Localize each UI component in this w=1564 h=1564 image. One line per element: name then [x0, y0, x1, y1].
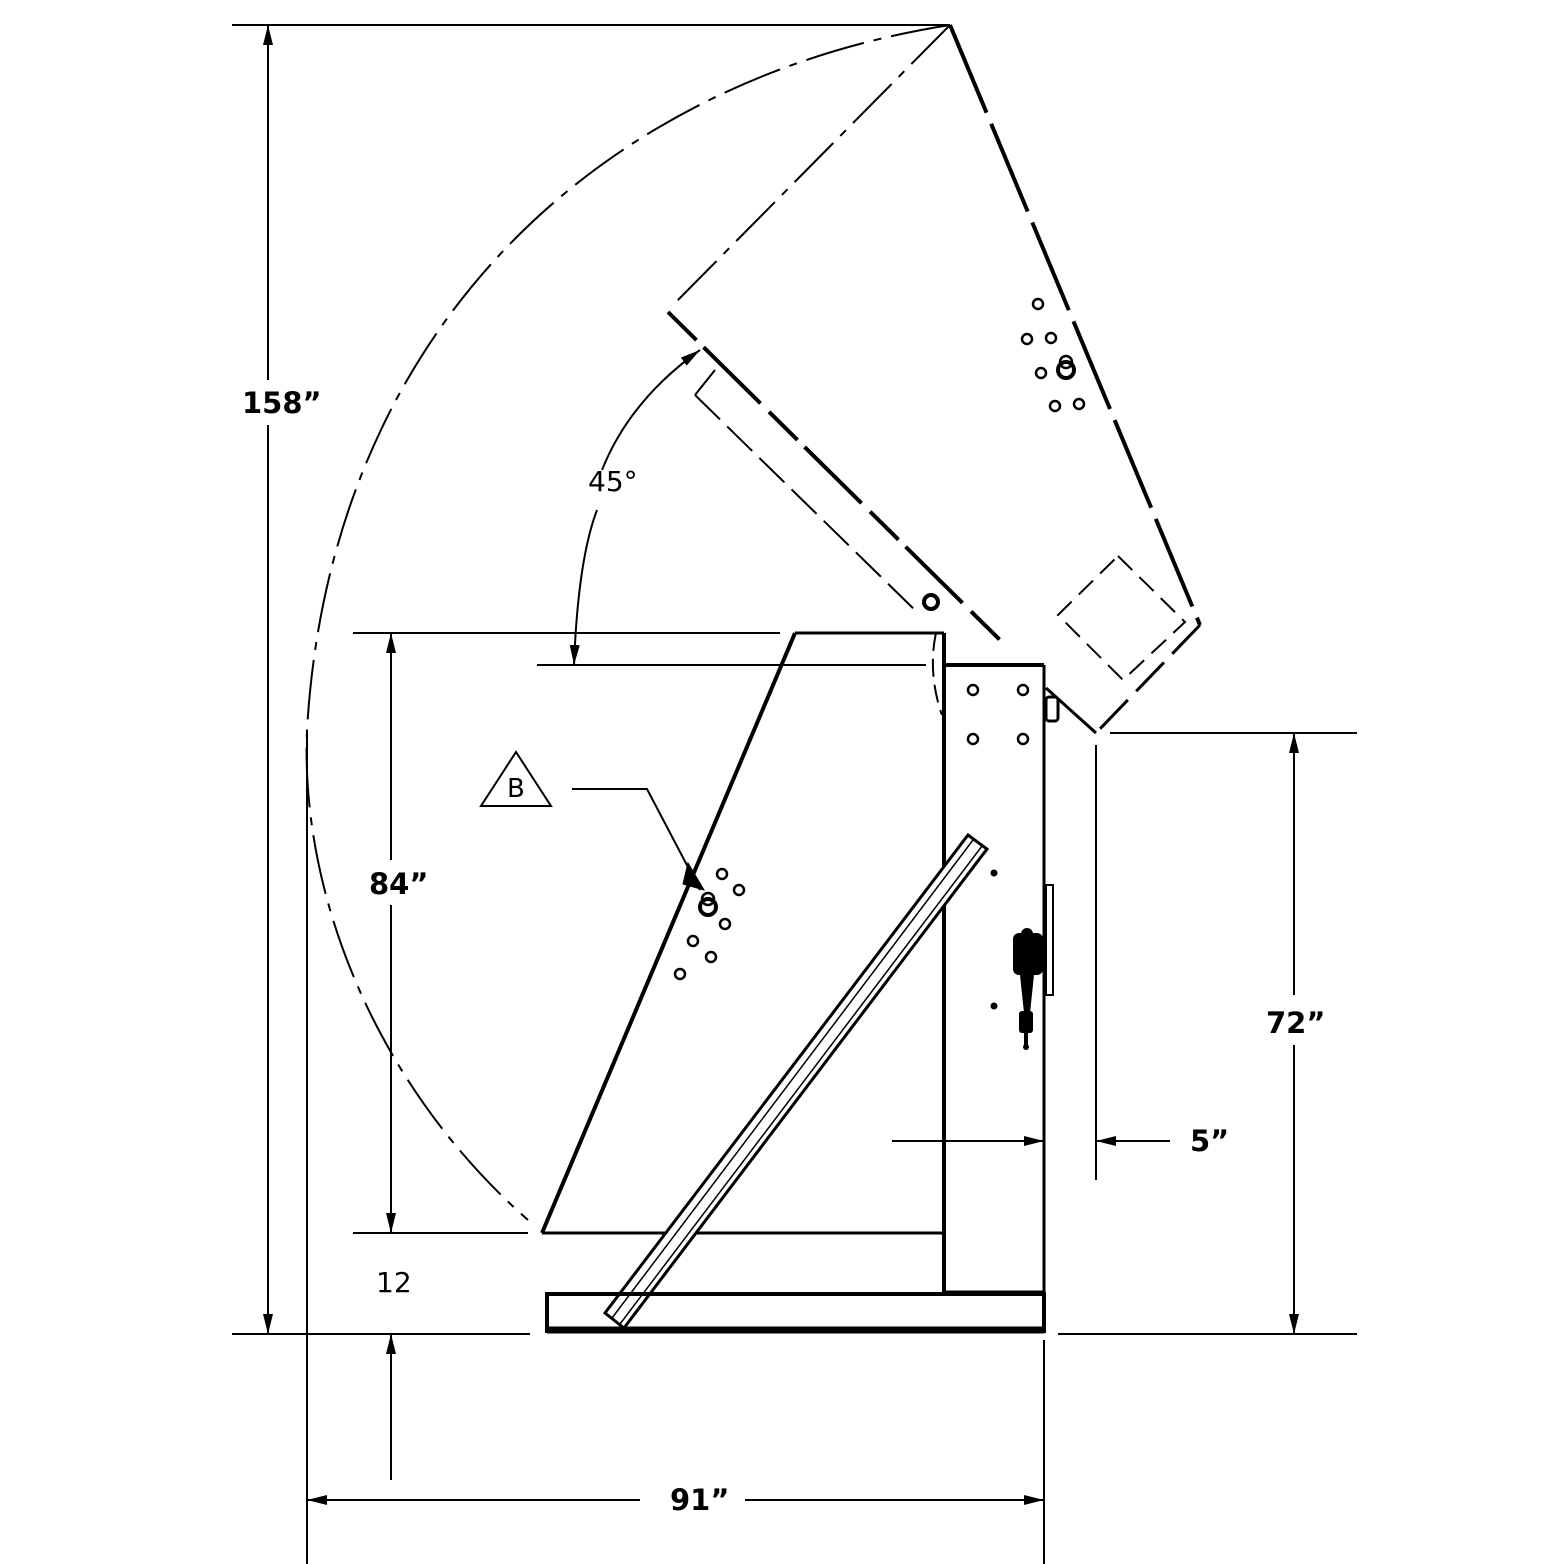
dim-dump-height: 72”: [1266, 1006, 1326, 1040]
lowered-hopper: [540, 631, 944, 1235]
raised-hopper: [666, 24, 1202, 735]
lowered-bolt-pattern: [673, 867, 746, 981]
swing-arc: [305, 24, 951, 1221]
diagonal-brace: [602, 832, 990, 1331]
base-frame: [545, 1290, 1046, 1334]
dimension-lines: [263, 25, 1299, 1505]
callout-b: [479, 750, 706, 891]
dim-overall-height: 158”: [242, 386, 322, 420]
raised-bolt-pattern: [922, 297, 1086, 611]
dim-lip-offset: 5”: [1190, 1124, 1230, 1158]
mast-dots: [990, 869, 998, 1010]
mast-column: [926, 631, 1098, 1292]
dim-base-clearance: 12: [376, 1266, 412, 1299]
extension-lines: [232, 24, 1357, 1564]
callout-b-label: B: [507, 774, 525, 804]
control-handle-icon: [1013, 928, 1043, 1050]
dim-dump-angle: 45°: [588, 465, 638, 498]
mast-bolts: [966, 683, 1030, 746]
dim-hopper-height: 84”: [369, 867, 429, 901]
dim-overall-width: 91”: [670, 1483, 730, 1517]
